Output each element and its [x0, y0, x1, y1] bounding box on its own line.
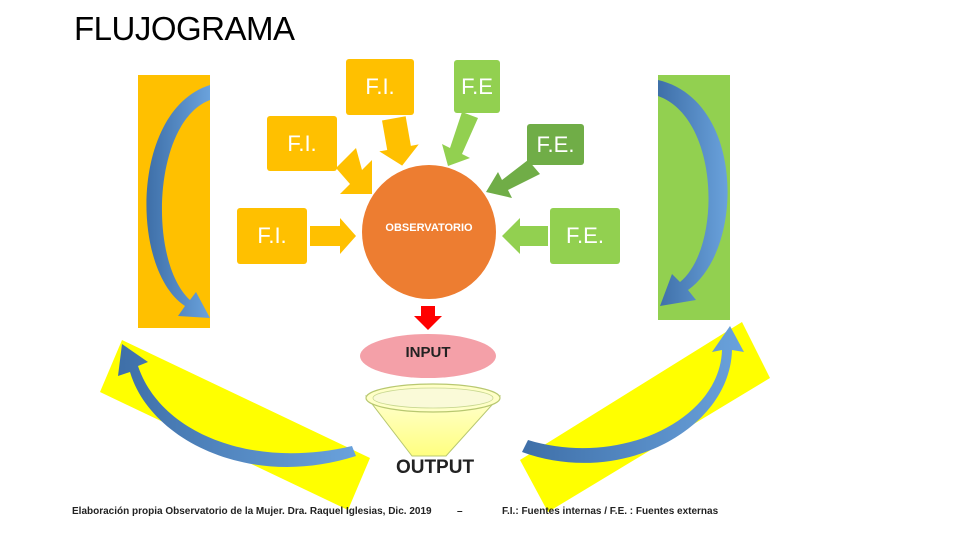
left-curved-arrow — [146, 85, 210, 318]
footer-legend: F.I.: Fuentes internas / F.E. : Fuentes … — [502, 506, 719, 517]
source-box-fe-top: F.E — [454, 60, 500, 113]
arrow-fe-mid — [486, 160, 540, 198]
arrow-fe-bottom — [502, 218, 548, 254]
arrow-fi-top — [379, 116, 419, 166]
input-ellipse — [360, 334, 496, 378]
footer-credit: Elaboración propia Observatorio de la Mu… — [72, 506, 432, 517]
bottom-right-cycle — [520, 322, 770, 512]
arrow-fi-bottom — [310, 218, 356, 254]
source-label: F.E. — [566, 223, 604, 248]
arrow-fe-top — [442, 112, 478, 166]
right-cycle-panel — [658, 75, 730, 320]
observatorio-label: OBSERVATORIO — [385, 222, 473, 234]
source-box-fi-mid: F.I. — [267, 116, 337, 171]
arrow-fi-mid — [336, 148, 372, 194]
source-label: F.E — [461, 73, 493, 99]
source-box-fi-top: F.I. — [346, 59, 414, 115]
source-label: F.I. — [257, 223, 287, 248]
bottom-right-curved-arrow — [522, 326, 744, 463]
bottom-left-curved-arrow — [118, 344, 356, 467]
observatorio-circle — [362, 165, 496, 299]
output-funnel — [364, 383, 502, 457]
bottom-left-cycle — [100, 340, 370, 510]
right-curved-arrow — [658, 80, 728, 306]
page-title: FLUJOGRAMA — [74, 10, 295, 47]
left-cycle-panel — [138, 75, 210, 328]
source-box-fe-mid: F.E. — [527, 124, 584, 165]
source-label: F.I. — [365, 74, 395, 99]
bottom-right-yellow-band — [520, 322, 770, 512]
red-down-arrow — [414, 306, 442, 330]
source-box-fi-bottom: F.I. — [237, 208, 307, 264]
footer-separator: – — [457, 506, 463, 517]
source-label: F.E. — [536, 131, 575, 157]
output-label: OUTPUT — [395, 457, 475, 478]
input-label: INPUT — [405, 344, 451, 361]
bottom-left-yellow-band — [100, 340, 370, 510]
source-box-fe-bottom: F.E. — [550, 208, 620, 264]
source-label: F.I. — [287, 130, 317, 156]
